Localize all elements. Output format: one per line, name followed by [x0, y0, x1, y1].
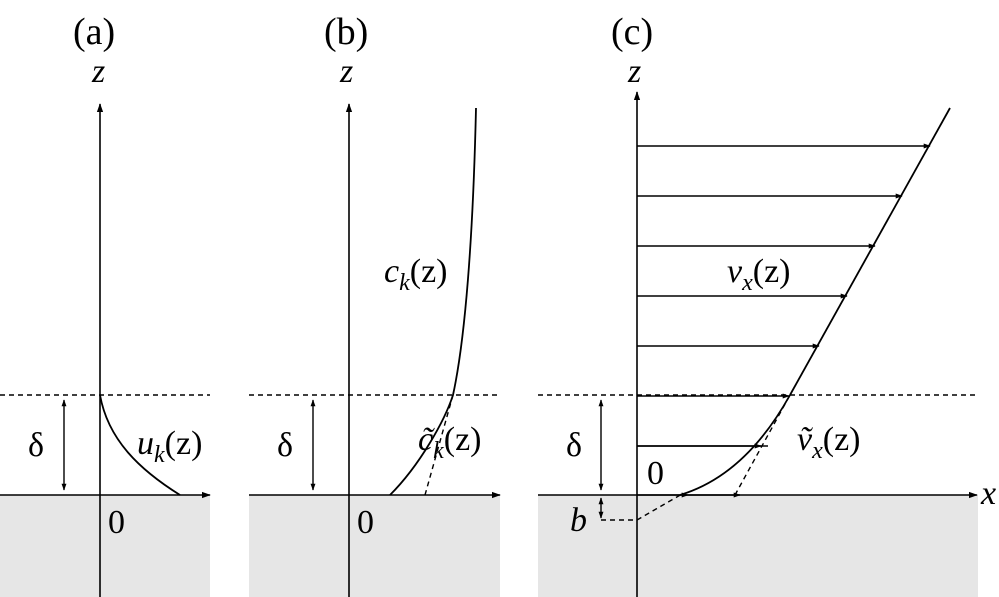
origin-label-b: 0: [357, 504, 374, 541]
panel-b-label: (b): [324, 11, 368, 53]
vx-linear-profile: [789, 107, 951, 396]
wall-region-a: [0, 495, 210, 597]
uk-curve: [99, 394, 181, 496]
panel-c-label: (c): [611, 11, 653, 53]
delta-label-c: δ: [566, 427, 582, 464]
x-axis-label-c: x: [980, 475, 996, 512]
panel-a-label: (a): [73, 11, 115, 53]
uk-label: uk(z): [137, 425, 202, 468]
vx-label: vx(z): [727, 253, 791, 296]
ck-curve: [389, 107, 477, 496]
panel-a: (a) z δ uk(z) 0: [0, 11, 211, 597]
origin-label-a: 0: [108, 504, 125, 541]
vx-curved-profile: [679, 394, 791, 496]
wall-region-b: [249, 495, 500, 597]
panel-c: (c) z x δ b vx(z) ṽx(z): [538, 11, 996, 597]
z-axis-label-b: z: [339, 53, 353, 90]
z-axis-label-c: z: [627, 53, 641, 90]
wall-region-c: [538, 495, 978, 597]
delta-label-b: δ: [277, 427, 293, 464]
vx-tilde-label: ṽx(z): [797, 421, 861, 464]
delta-label-a: δ: [28, 427, 44, 464]
slip-length-label: b: [570, 502, 587, 539]
panel-b: (b) z δ ck(z) c̃k(z) 0: [249, 11, 501, 597]
z-axis-label-a: z: [91, 53, 105, 90]
ck-label: ck(z): [384, 253, 448, 296]
origin-label-c: 0: [647, 455, 664, 492]
ck-tilde-label: c̃k(z): [418, 421, 482, 464]
vx-tilde-tangent: [734, 394, 791, 496]
